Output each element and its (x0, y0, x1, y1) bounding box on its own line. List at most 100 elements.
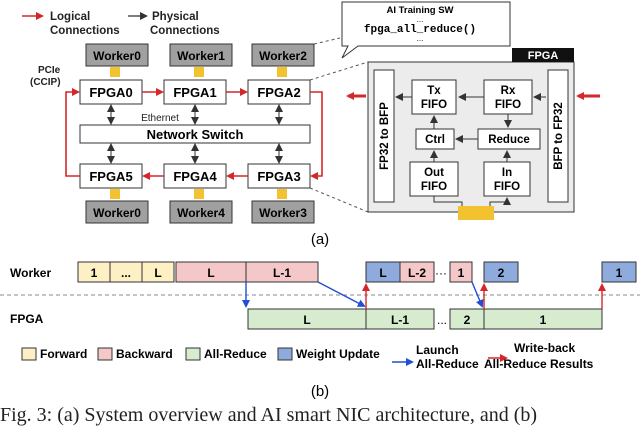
block-label: L (303, 313, 310, 327)
legend-backward: Backward (116, 347, 173, 361)
worker-lane: 1 ... L L L-1 L L-2 1 2 1 ··· (77, 261, 637, 283)
fpga-lane: L L-1 ... 2 1 (247, 308, 603, 330)
block-label: 2 (464, 313, 471, 327)
worker-label: Worker1 (177, 49, 225, 63)
legend-allreduce: All-Reduce (204, 347, 267, 361)
fpga-label: FPGA4 (173, 169, 217, 184)
allreduce-swatch (185, 347, 201, 361)
ethernet-label: Ethernet (141, 113, 179, 124)
sw-title: AI Training SW (386, 5, 453, 16)
subfigure-label-b: (b) (311, 383, 329, 400)
backward-block (449, 261, 473, 283)
fpga-label: FPGA1 (173, 85, 216, 100)
worker-box (85, 200, 149, 224)
block-label: L-1 (273, 266, 291, 280)
block-label: L (379, 266, 386, 280)
update-block (601, 261, 637, 283)
fpga-label: FPGA2 (257, 85, 300, 100)
pcie-connector (110, 189, 120, 199)
block-label: L-2 (408, 266, 426, 280)
block-label: L-1 (391, 313, 409, 327)
forward-block (141, 261, 175, 283)
ctrl-box (415, 128, 455, 150)
block-label: ... (437, 313, 447, 327)
worker-label: Worker2 (259, 49, 307, 63)
sw-dots: ... (417, 34, 424, 43)
block-label: L (207, 266, 214, 280)
sw-call: fpga_all_reduce() (364, 24, 476, 36)
fpga-box (163, 79, 227, 105)
block-label: ... (121, 266, 131, 280)
pcie-connector (194, 67, 204, 77)
worker-box (169, 43, 233, 67)
out-fifo (409, 161, 459, 197)
fpga-detail-frame (367, 61, 575, 213)
timeline-worker-label: Worker (10, 266, 51, 280)
pcie-connector (277, 67, 287, 77)
block-label: 1 (616, 266, 623, 280)
block-label: 1 (540, 313, 547, 327)
physical-links (107, 104, 283, 164)
fpgas-bottom: FPGA5 FPGA4 FPGA3 (79, 163, 311, 189)
pcie-connector (458, 206, 494, 220)
worker-label: Worker0 (93, 49, 141, 63)
worker-box (251, 200, 315, 224)
zoom-lines (309, 37, 369, 213)
internal-arrows (395, 93, 546, 206)
in-fifo (483, 161, 531, 197)
timeline-fpga-label: FPGA (10, 312, 44, 326)
legend-forward: Forward (40, 347, 87, 361)
fpga-title: FPGA (528, 50, 559, 62)
workers-top: Worker0 Worker1 Worker2 (85, 43, 315, 67)
block-label: 1 (91, 266, 98, 280)
fpgas-top: FPGA0 FPGA1 FPGA2 (79, 79, 311, 105)
switch-label: Network Switch (147, 127, 244, 142)
timeline-arrows (242, 281, 606, 309)
pcie-connector (277, 189, 287, 199)
logical-ring (65, 88, 323, 180)
ctrl-label: Ctrl (425, 134, 445, 146)
worker-box (169, 200, 233, 224)
worker-box (85, 43, 149, 67)
block-label: 2 (498, 266, 505, 280)
sw-callout: AI Training SW ... fpga_all_reduce() ... (341, 1, 511, 59)
fpga-box (79, 79, 143, 105)
figure-caption: Fig. 3: (a) System overview and AI smart… (0, 404, 538, 426)
block-label: L (154, 266, 161, 280)
fpga-title-tab (512, 48, 574, 62)
allreduce-block (483, 308, 603, 330)
subfigure-label-a: (a) (311, 231, 329, 248)
backward-block (399, 261, 435, 283)
reduce-label: Reduce (488, 134, 530, 146)
legend-bottom: Forward Backward All-Reduce Weight Updat… (21, 341, 594, 371)
backward-block (245, 261, 319, 283)
weight-update-swatch (277, 347, 293, 361)
worker-label: Worker3 (259, 206, 307, 220)
sw-dots: ... (417, 15, 424, 24)
fpga-label: FPGA0 (89, 85, 132, 100)
update-block (483, 261, 519, 283)
fpga-label: FPGA3 (257, 169, 300, 184)
block-label: 1 (458, 266, 465, 280)
sw-callout-box (341, 1, 511, 59)
worker-box (251, 43, 315, 67)
forward-swatch (21, 347, 37, 361)
fp32-to-bfp-label: FP32 to BFP (379, 102, 391, 170)
worker-label: Worker4 (177, 206, 225, 220)
worker-label: Worker0 (93, 206, 141, 220)
allreduce-block (365, 308, 435, 330)
fp32-to-bfp-box (373, 69, 395, 203)
tx-fifo (411, 79, 457, 115)
workers-bottom: Worker0 Worker4 Worker3 (85, 200, 315, 224)
pcie-label: PCIe(CCIP) (30, 65, 61, 88)
